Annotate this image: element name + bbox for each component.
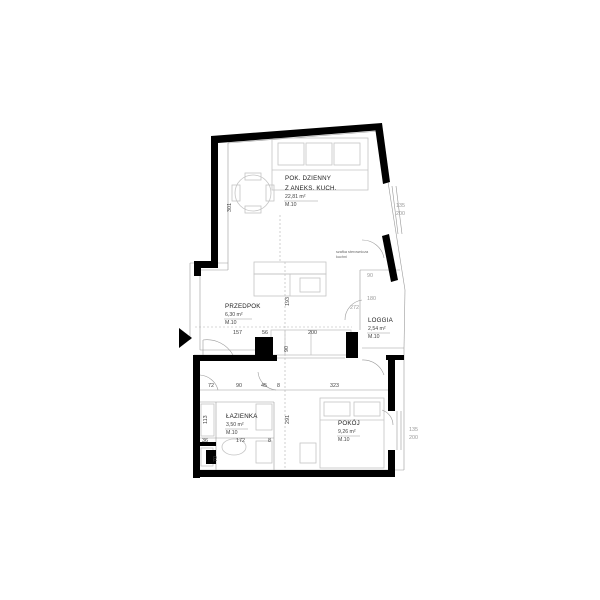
room-area: 9,26 m²	[338, 429, 356, 435]
bathroom-floor: M.10	[226, 430, 238, 436]
loggia-floor: M.10	[368, 334, 380, 340]
living-room-area: 22,81 m²	[285, 194, 306, 200]
dim-172: 172	[236, 438, 245, 444]
dim-70: 70	[213, 456, 219, 462]
room-name: POKÓJ	[338, 420, 360, 427]
living-room-name: POK. DZIENNY	[285, 175, 331, 182]
loggia-name: LOGGIA	[368, 317, 394, 324]
dim-193: 193	[285, 297, 291, 306]
hall-floor: M.10	[225, 320, 237, 326]
dim-301: 301	[227, 203, 233, 212]
living-room-name-2: Z ANEKS. KUCH.	[285, 185, 337, 192]
dim-200b: 200	[396, 211, 405, 217]
dim-90a: 90	[284, 346, 290, 352]
dim-135b: 135	[409, 427, 418, 433]
room-label-loggia: LOGGIA 2,54 m² M.10	[367, 317, 394, 340]
door-swings	[199, 239, 394, 426]
window-markers	[391, 185, 403, 450]
dim-272: 272	[350, 305, 359, 311]
dim-291: 291	[285, 415, 291, 424]
room-label-bathroom: ŁAZIENKA 3,50 m² M.10	[225, 413, 258, 436]
hall-name: PRZEDPOK	[225, 303, 261, 310]
dim-45: 45	[261, 383, 267, 389]
dim-323: 323	[330, 383, 339, 389]
room-label-room: POKÓJ 9,26 m² M.10	[337, 420, 360, 443]
bathroom-area: 3,50 m²	[226, 422, 244, 428]
kitchen-note-line1: szafka sterownicza	[336, 250, 369, 254]
kitchen-note-line2: kuchni	[336, 255, 347, 259]
dim-72: 72	[208, 383, 214, 389]
loggia-area: 2,54 m²	[368, 326, 386, 332]
dim-113: 113	[203, 415, 209, 424]
living-room-floor: M.10	[285, 202, 297, 208]
room-label-hall: PRZEDPOK 6,30 m² M.10	[224, 303, 261, 326]
dim-135a: 135	[396, 203, 405, 209]
dim-200c: 200	[409, 435, 418, 441]
dimension-labels: 301 193 157 56 200 90 72 90 45 8 323 113…	[202, 203, 418, 462]
dim-56: 56	[262, 330, 268, 336]
dim-157: 157	[233, 330, 242, 336]
dim-180: 180	[367, 296, 376, 302]
walls	[193, 123, 404, 478]
dim-36: 36	[202, 438, 208, 444]
dim-90b: 90	[236, 383, 242, 389]
hall-area: 6,30 m²	[225, 312, 243, 318]
dim-8b: 8	[268, 438, 271, 444]
kitchen-note: szafka sterownicza kuchni	[336, 250, 369, 259]
dim-90c: 90	[367, 273, 373, 279]
room-floor: M.10	[338, 437, 350, 443]
room-label-living: POK. DZIENNY Z ANEKS. KUCH. 22,81 m² M.1…	[284, 175, 337, 208]
bathroom-name: ŁAZIENKA	[226, 413, 258, 420]
dim-200a: 200	[308, 330, 317, 336]
dim-8a: 8	[277, 383, 280, 389]
entrance-arrow	[179, 328, 192, 348]
